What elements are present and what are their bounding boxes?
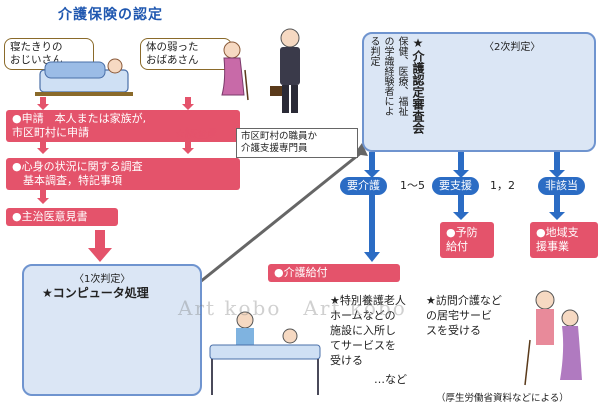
prevention-benefit: ●予防 給付 xyxy=(440,222,494,258)
second-judgment-label: 〈2次判定〉 xyxy=(484,42,541,53)
result-arrows xyxy=(364,152,565,262)
left-flow-arrows xyxy=(37,97,194,262)
page-title: 介護保険の認定 xyxy=(58,7,163,23)
care-needed-badge: 要介護 xyxy=(340,177,387,195)
facility-service-text: ★特別養護老人 ホームなどの 施設に入所し てサービスを 受ける xyxy=(330,294,406,367)
facility-service-more: …など xyxy=(374,373,407,386)
home-service-text: ★訪問介護など の居宅サービ スを受ける xyxy=(426,294,502,337)
not-applicable-badge: 非該当 xyxy=(538,177,585,195)
grandma-illustration xyxy=(221,41,249,101)
watermark: Art kobo Art kobo xyxy=(178,296,407,320)
bed-grandpa-illustration xyxy=(35,58,133,96)
investigator-label: ★調査員 xyxy=(175,127,218,140)
care-needed-range: 1〜5 xyxy=(400,179,425,192)
application-step: ●申請 本人または家族が, 市区町村に申請 xyxy=(6,110,240,142)
investigator-note: 市区町村の職員か 介護支援専門員 xyxy=(236,128,358,158)
home-care-illustration xyxy=(524,290,582,386)
care-benefit-bar: ●介護給付 xyxy=(268,264,400,282)
support-needed-badge: 要支援 xyxy=(432,177,479,195)
support-needed-range: 1，2 xyxy=(490,179,515,192)
committee-title: ★介護認定審査会 xyxy=(411,36,425,134)
first-judgment-panel: 〈1次判定〉 ★コンピュータ処理 xyxy=(22,264,202,396)
committee-description: 保健、医療、福祉 の学識経験者によ る判定 xyxy=(368,36,407,116)
diagonal-arrow xyxy=(189,150,363,292)
second-judgment-panel: 〈2次判定〉 ★介護認定審査会 保健、医療、福祉 の学識経験者によ る判定 xyxy=(362,32,596,152)
survey-step: ●心身の状況に関する調査 基本調査，特記事項 xyxy=(6,158,240,190)
source-note: （厚生労働省資料などによる） xyxy=(436,393,569,404)
computer-processing: ★コンピュータ処理 xyxy=(42,286,149,300)
investigator-illustration xyxy=(270,28,300,113)
frail-grandma-label: 体の弱った おばあさん xyxy=(140,38,232,70)
first-judgment-label: 〈1次判定〉 xyxy=(74,274,131,285)
facility-illustration xyxy=(209,311,321,395)
doctor-opinion-step: ●主治医意見書 xyxy=(6,208,118,226)
community-support: ●地域支 援事業 xyxy=(530,222,598,258)
